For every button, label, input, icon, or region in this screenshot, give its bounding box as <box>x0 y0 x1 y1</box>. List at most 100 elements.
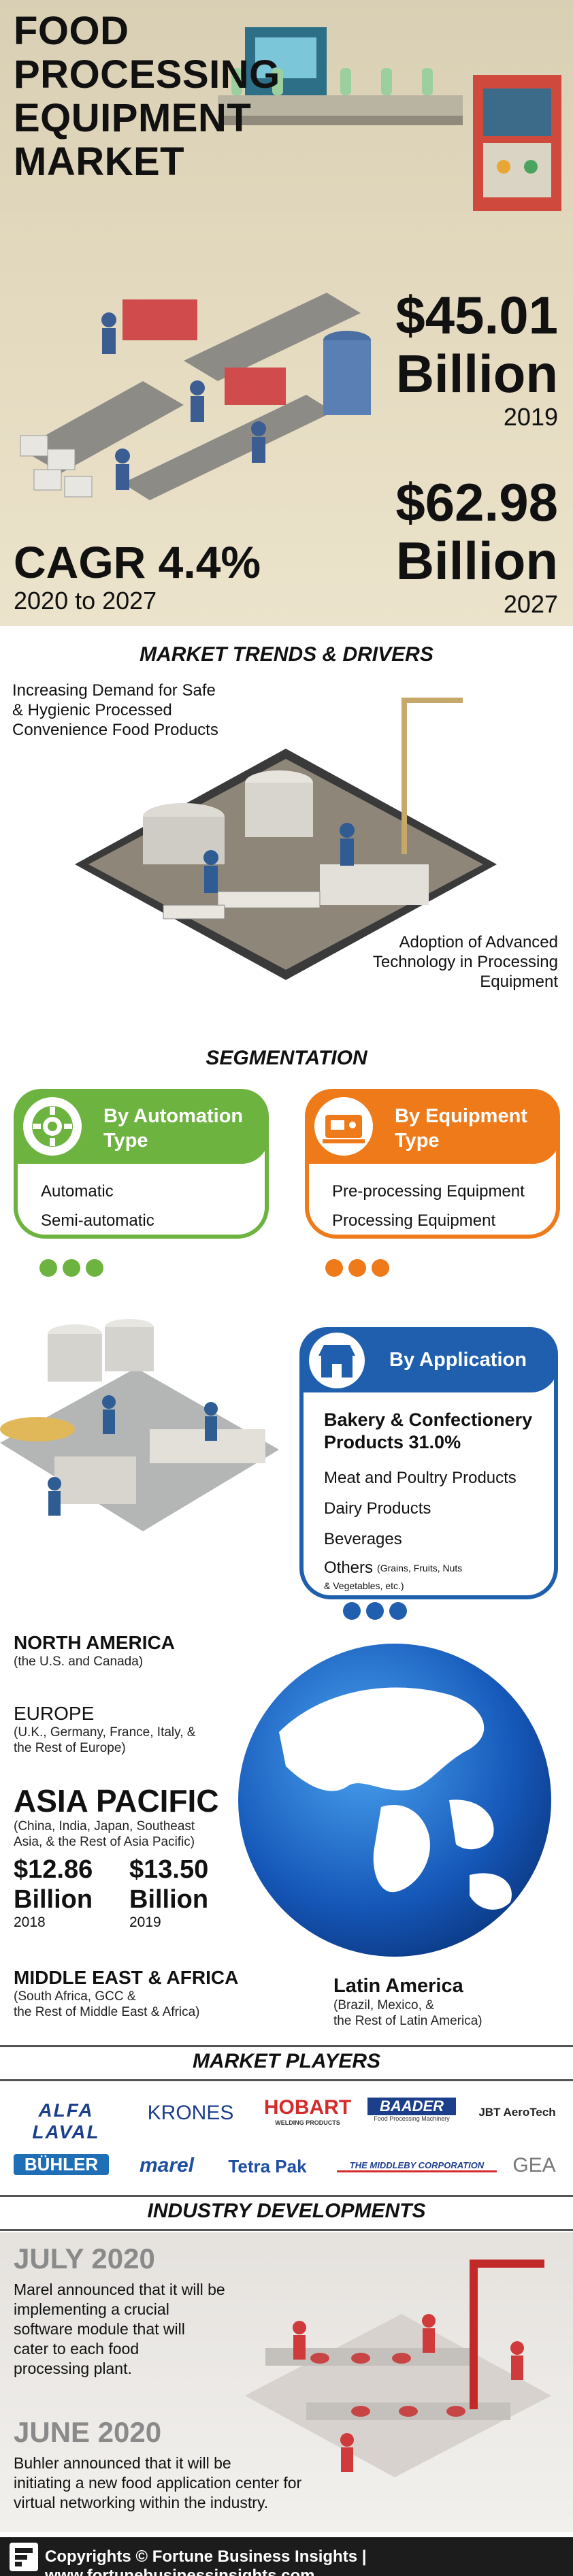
bakery-factory-illustration <box>0 1319 279 1531</box>
apac-unit: Billion <box>129 1885 209 1914</box>
application-item: Beverages <box>324 1530 402 1548</box>
market-size-2019: $45.01 Billion 2019 <box>333 286 558 431</box>
hobart-name: HOBART <box>263 2096 352 2119</box>
bottling-line-illustration <box>218 27 561 211</box>
store-icon <box>309 1333 365 1388</box>
others-label: Others <box>324 1559 374 1577</box>
value-2019-unit: Billion <box>395 344 558 404</box>
page-title: FOOD PROCESSING EQUIPMENT MARKET <box>14 10 395 184</box>
dev-1-text: Marel announced that it will be implemen… <box>14 2280 225 2379</box>
year-2027: 2027 <box>503 590 558 618</box>
footer-copyright[interactable]: Copyrights © Fortune Business Insights |… <box>45 2547 367 2576</box>
title-line-3: MARKET <box>14 140 185 184</box>
dev-1-line: Marel announced that it will be <box>14 2281 225 2298</box>
logo-buhler: BÜHLER <box>14 2154 109 2175</box>
equipment-item: Processing Equipment <box>332 1211 496 1230</box>
apac-value: $12.86 <box>14 1855 93 1884</box>
dev-2-line: Buhler announced that it will be <box>14 2454 231 2472</box>
dev-2-text: Buhler announced that it will be initiat… <box>14 2453 301 2513</box>
region-sub: (the U.S. and Canada) <box>14 1654 144 1669</box>
logo-krones: KRONES <box>147 2102 234 2124</box>
baader-name: BAADER <box>367 2098 456 2115</box>
region-sub: (China, India, Japan, Southeast <box>14 1819 195 1833</box>
application-others: Others (Grains, Fruits, Nuts <box>324 1559 462 1578</box>
driver-2-line: Adoption of Advanced <box>399 933 558 951</box>
trends-title: MARKET TRENDS & DRIVERS <box>140 643 433 666</box>
automation-dots <box>39 1259 109 1280</box>
equipment-label-line: By Equipment <box>395 1105 527 1127</box>
gear-icon <box>23 1097 82 1156</box>
hobart-sub: WELDING PRODUCTS <box>275 2119 340 2126</box>
dev-2-line: initiating a new food application center… <box>14 2474 302 2492</box>
logo-alfa-laval: ALFA LAVAL <box>32 2100 100 2142</box>
title-line-1: FOOD PROCESSING <box>14 9 280 97</box>
region-sub: (Brazil, Mexico, & <box>333 1998 434 2012</box>
application-highlight: Bakery & Confectionery Products 31.0% <box>324 1409 532 1454</box>
others-note: (Grains, Fruits, Nuts <box>377 1563 462 1574</box>
cagr-block: CAGR 4.4% 2020 to 2027 <box>14 538 261 615</box>
value-2019: $45.01 <box>395 285 558 345</box>
equipment-dots <box>325 1259 395 1280</box>
others-note-line: (Grains, Fruits, Nuts <box>377 1563 463 1574</box>
dot <box>366 1602 384 1620</box>
value-2027-unit: Billion <box>395 531 558 591</box>
automation-label-line: Type <box>103 1130 148 1152</box>
brand-name: FORTUNE BUSINESS INSIGHTS <box>42 2550 43 2551</box>
apac-value-2018: $12.86 Billion 2018 <box>14 1855 93 1931</box>
logo-marel: marel <box>139 2154 195 2176</box>
equipment-label-line: Type <box>395 1130 440 1152</box>
dot <box>372 1259 389 1277</box>
dev-1-date: JULY 2020 <box>14 2243 155 2275</box>
logo-tetra-pak: Tetra Pak <box>228 2156 307 2176</box>
application-item: Meat and Poultry Products <box>324 1469 517 1487</box>
region-name: EUROPE <box>14 1703 95 1724</box>
region-latin-america: Latin America (Brazil, Mexico, & the Res… <box>333 1975 482 2029</box>
year-2019: 2019 <box>503 403 558 431</box>
highlight-line: Bakery & Confectionery <box>324 1409 533 1430</box>
dot <box>39 1259 57 1277</box>
region-europe: EUROPE (U.K., Germany, France, Italy, & … <box>14 1703 195 1756</box>
divider <box>0 2079 573 2081</box>
driver-1-line: & Hygienic Processed <box>12 701 172 719</box>
dev-2-date: JUNE 2020 <box>14 2416 162 2448</box>
region-name: Latin America <box>333 1975 463 1997</box>
brand-logo <box>10 2543 38 2571</box>
title-line-2: EQUIPMENT <box>14 96 252 140</box>
highlight-line: Products 31.0% <box>324 1432 461 1452</box>
meat-processing-illustration <box>245 2260 551 2477</box>
region-name: MIDDLE EAST & AFRICA <box>14 1967 239 1988</box>
driver-1-line: Convenience Food Products <box>12 721 218 739</box>
dot <box>63 1259 80 1277</box>
region-sub: the Rest of Latin America) <box>333 2014 482 2028</box>
region-mea: MIDDLE EAST & AFRICA (South Africa, GCC … <box>14 1967 238 2020</box>
dot <box>86 1259 103 1277</box>
segmentation-title: SEGMENTATION <box>206 1047 367 1069</box>
apac-unit: Billion <box>14 1885 93 1914</box>
region-name: NORTH AMERICA <box>14 1632 175 1653</box>
players-title: MARKET PLAYERS <box>192 2050 381 2072</box>
baader-sub: Food Processing Machinery <box>374 2115 450 2122</box>
cagr-value: CAGR 4.4% <box>14 537 261 587</box>
driver-1: Increasing Demand for Safe & Hygienic Pr… <box>12 681 218 740</box>
logo-middleby: THE MIDDLEBY CORPORATION <box>337 2160 497 2172</box>
hero-section: FOOD PROCESSING EQUIPMENT MARKET $45.01 … <box>0 0 573 626</box>
dot <box>389 1602 407 1620</box>
dev-1-line: cater to each food <box>14 2340 140 2358</box>
dev-1-line: implementing a crucial <box>14 2300 169 2318</box>
factory-conveyor-illustration <box>20 293 371 500</box>
dev-2-line: virtual networking within the industry. <box>14 2494 269 2511</box>
region-north-america: NORTH AMERICA (the U.S. and Canada) <box>14 1632 175 1669</box>
dot <box>325 1259 343 1277</box>
driver-1-line: Increasing Demand for Safe <box>12 681 216 700</box>
driver-2: Adoption of Advanced Technology in Proce… <box>373 932 558 992</box>
divider <box>0 2229 573 2231</box>
dev-1-line: processing plant. <box>14 2360 132 2377</box>
cagr-period: 2020 to 2027 <box>14 587 157 615</box>
dot <box>343 1602 361 1620</box>
application-label: By Application <box>389 1349 527 1371</box>
region-sub: (South Africa, GCC & <box>14 1989 136 2004</box>
divider <box>0 2045 573 2047</box>
application-item: Dairy Products <box>324 1499 431 1518</box>
divider <box>0 2195 573 2197</box>
developments-title: INDUSTRY DEVELOPMENTS <box>147 2200 426 2222</box>
